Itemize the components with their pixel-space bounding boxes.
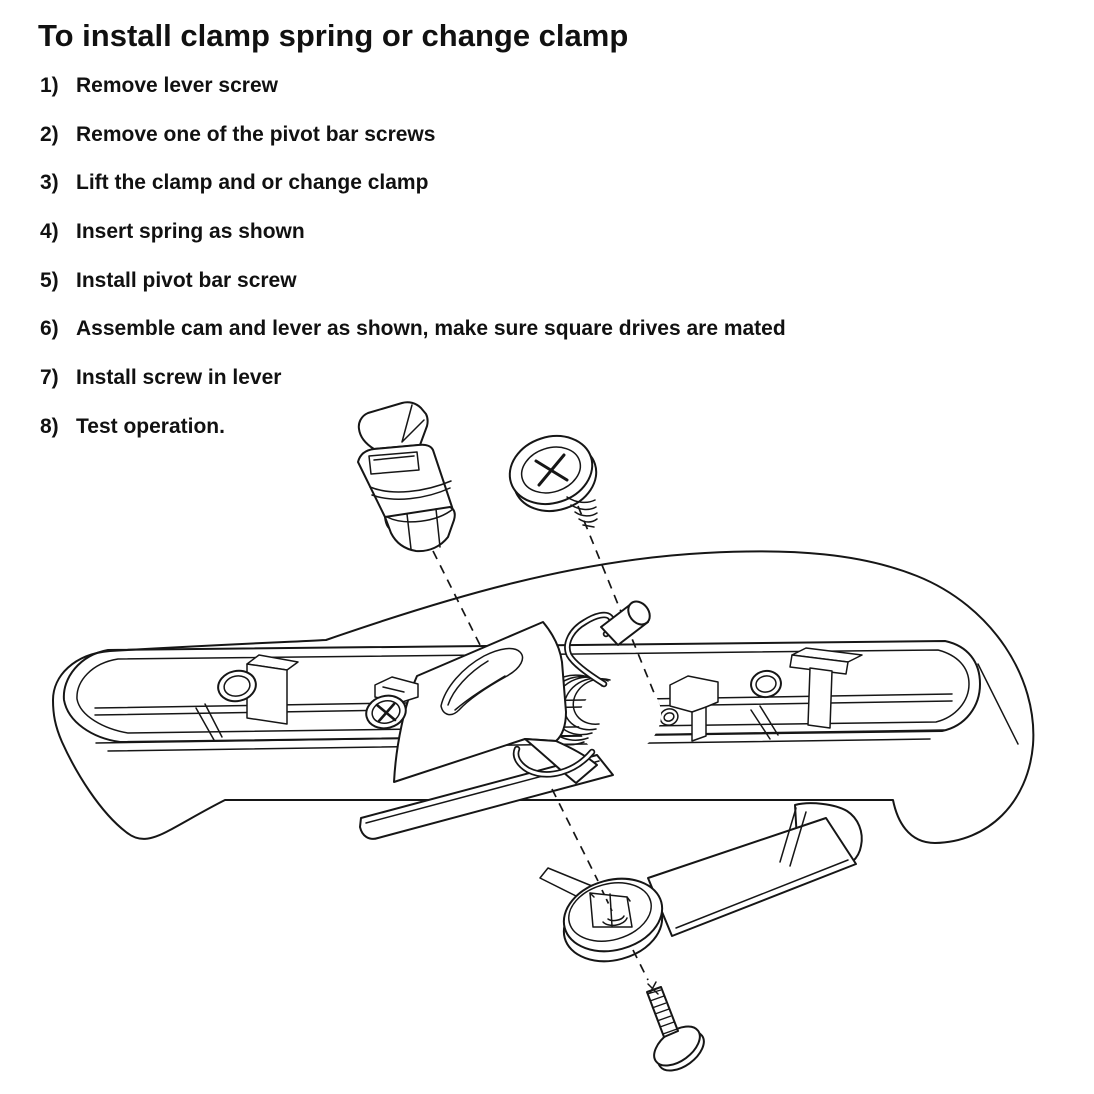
step-text: Test operation. xyxy=(76,414,225,438)
cam-axis-dashed-line xyxy=(601,889,613,912)
step-number: 8) xyxy=(40,414,59,438)
cam-slot xyxy=(368,451,420,475)
step-8: 8) Test operation. xyxy=(40,415,1000,464)
lever xyxy=(539,802,863,963)
plate-fold xyxy=(524,738,598,784)
step-number: 1) xyxy=(40,74,59,97)
step-number: 5) xyxy=(40,268,59,292)
step-text: Lift the clamp and or change clamp xyxy=(76,171,429,195)
channel-rim-outer xyxy=(62,640,981,743)
installed-pivot-screw xyxy=(365,694,407,730)
screw-tip xyxy=(647,981,659,995)
step-5: 5) Install pivot bar screw xyxy=(40,269,1000,318)
spring-upper-arm xyxy=(564,600,651,688)
clamp-plate xyxy=(374,621,598,784)
lever-crease xyxy=(779,807,807,867)
phillips-cross xyxy=(534,453,569,487)
screw-threads xyxy=(566,496,598,528)
spring-pin-end xyxy=(627,600,651,626)
step-3: 3) Lift the clamp and or change clamp xyxy=(40,171,1000,220)
cam-axis-dashed-line xyxy=(632,949,649,981)
lever-shaft xyxy=(647,817,857,937)
spring-lower-arm xyxy=(512,745,596,778)
phillips-cross xyxy=(375,702,397,723)
cam-axis-dashed-line xyxy=(551,788,599,882)
body-crease xyxy=(977,663,1019,745)
pivot-bar-screw xyxy=(508,435,598,528)
step-text: Remove one of the pivot bar screws xyxy=(76,122,436,146)
instruction-steps: 1) Remove lever screw 2) Remove one of t… xyxy=(40,74,1000,464)
cam-part xyxy=(357,401,456,553)
cam-tab xyxy=(357,401,429,450)
step-6: 6) Assemble cam and lever as shown, make… xyxy=(40,317,1000,366)
spring-seat-bracket xyxy=(669,675,719,742)
step-number: 7) xyxy=(40,366,59,390)
step-4: 4) Insert spring as shown xyxy=(40,220,1000,269)
lever-screw xyxy=(646,981,705,1072)
step-number: 4) xyxy=(40,220,59,244)
step-number: 6) xyxy=(40,317,59,341)
step-text: Remove lever screw xyxy=(76,74,278,97)
right-pivot-boss xyxy=(750,647,863,740)
plate-slot xyxy=(440,647,524,716)
step-text: Install screw in lever xyxy=(76,366,282,390)
left-pivot-boss xyxy=(195,654,299,741)
step-text: Assemble cam and lever as shown, make su… xyxy=(76,317,786,341)
step-7: 7) Install screw in lever xyxy=(40,366,1000,415)
cam-band xyxy=(369,480,452,500)
channel-rim-inner xyxy=(76,649,970,734)
screw-axis-dashed-line xyxy=(577,505,662,711)
step-text: Insert spring as shown xyxy=(76,220,305,244)
screw-threads xyxy=(646,989,678,1035)
step-number: 3) xyxy=(40,171,59,195)
step-1: 1) Remove lever screw xyxy=(40,74,1000,123)
page-title: To install clamp spring or change clamp xyxy=(38,18,629,53)
step-number: 2) xyxy=(40,122,59,146)
step-text: Install pivot bar screw xyxy=(76,268,297,292)
step-2: 2) Remove one of the pivot bar screws xyxy=(40,123,1000,172)
